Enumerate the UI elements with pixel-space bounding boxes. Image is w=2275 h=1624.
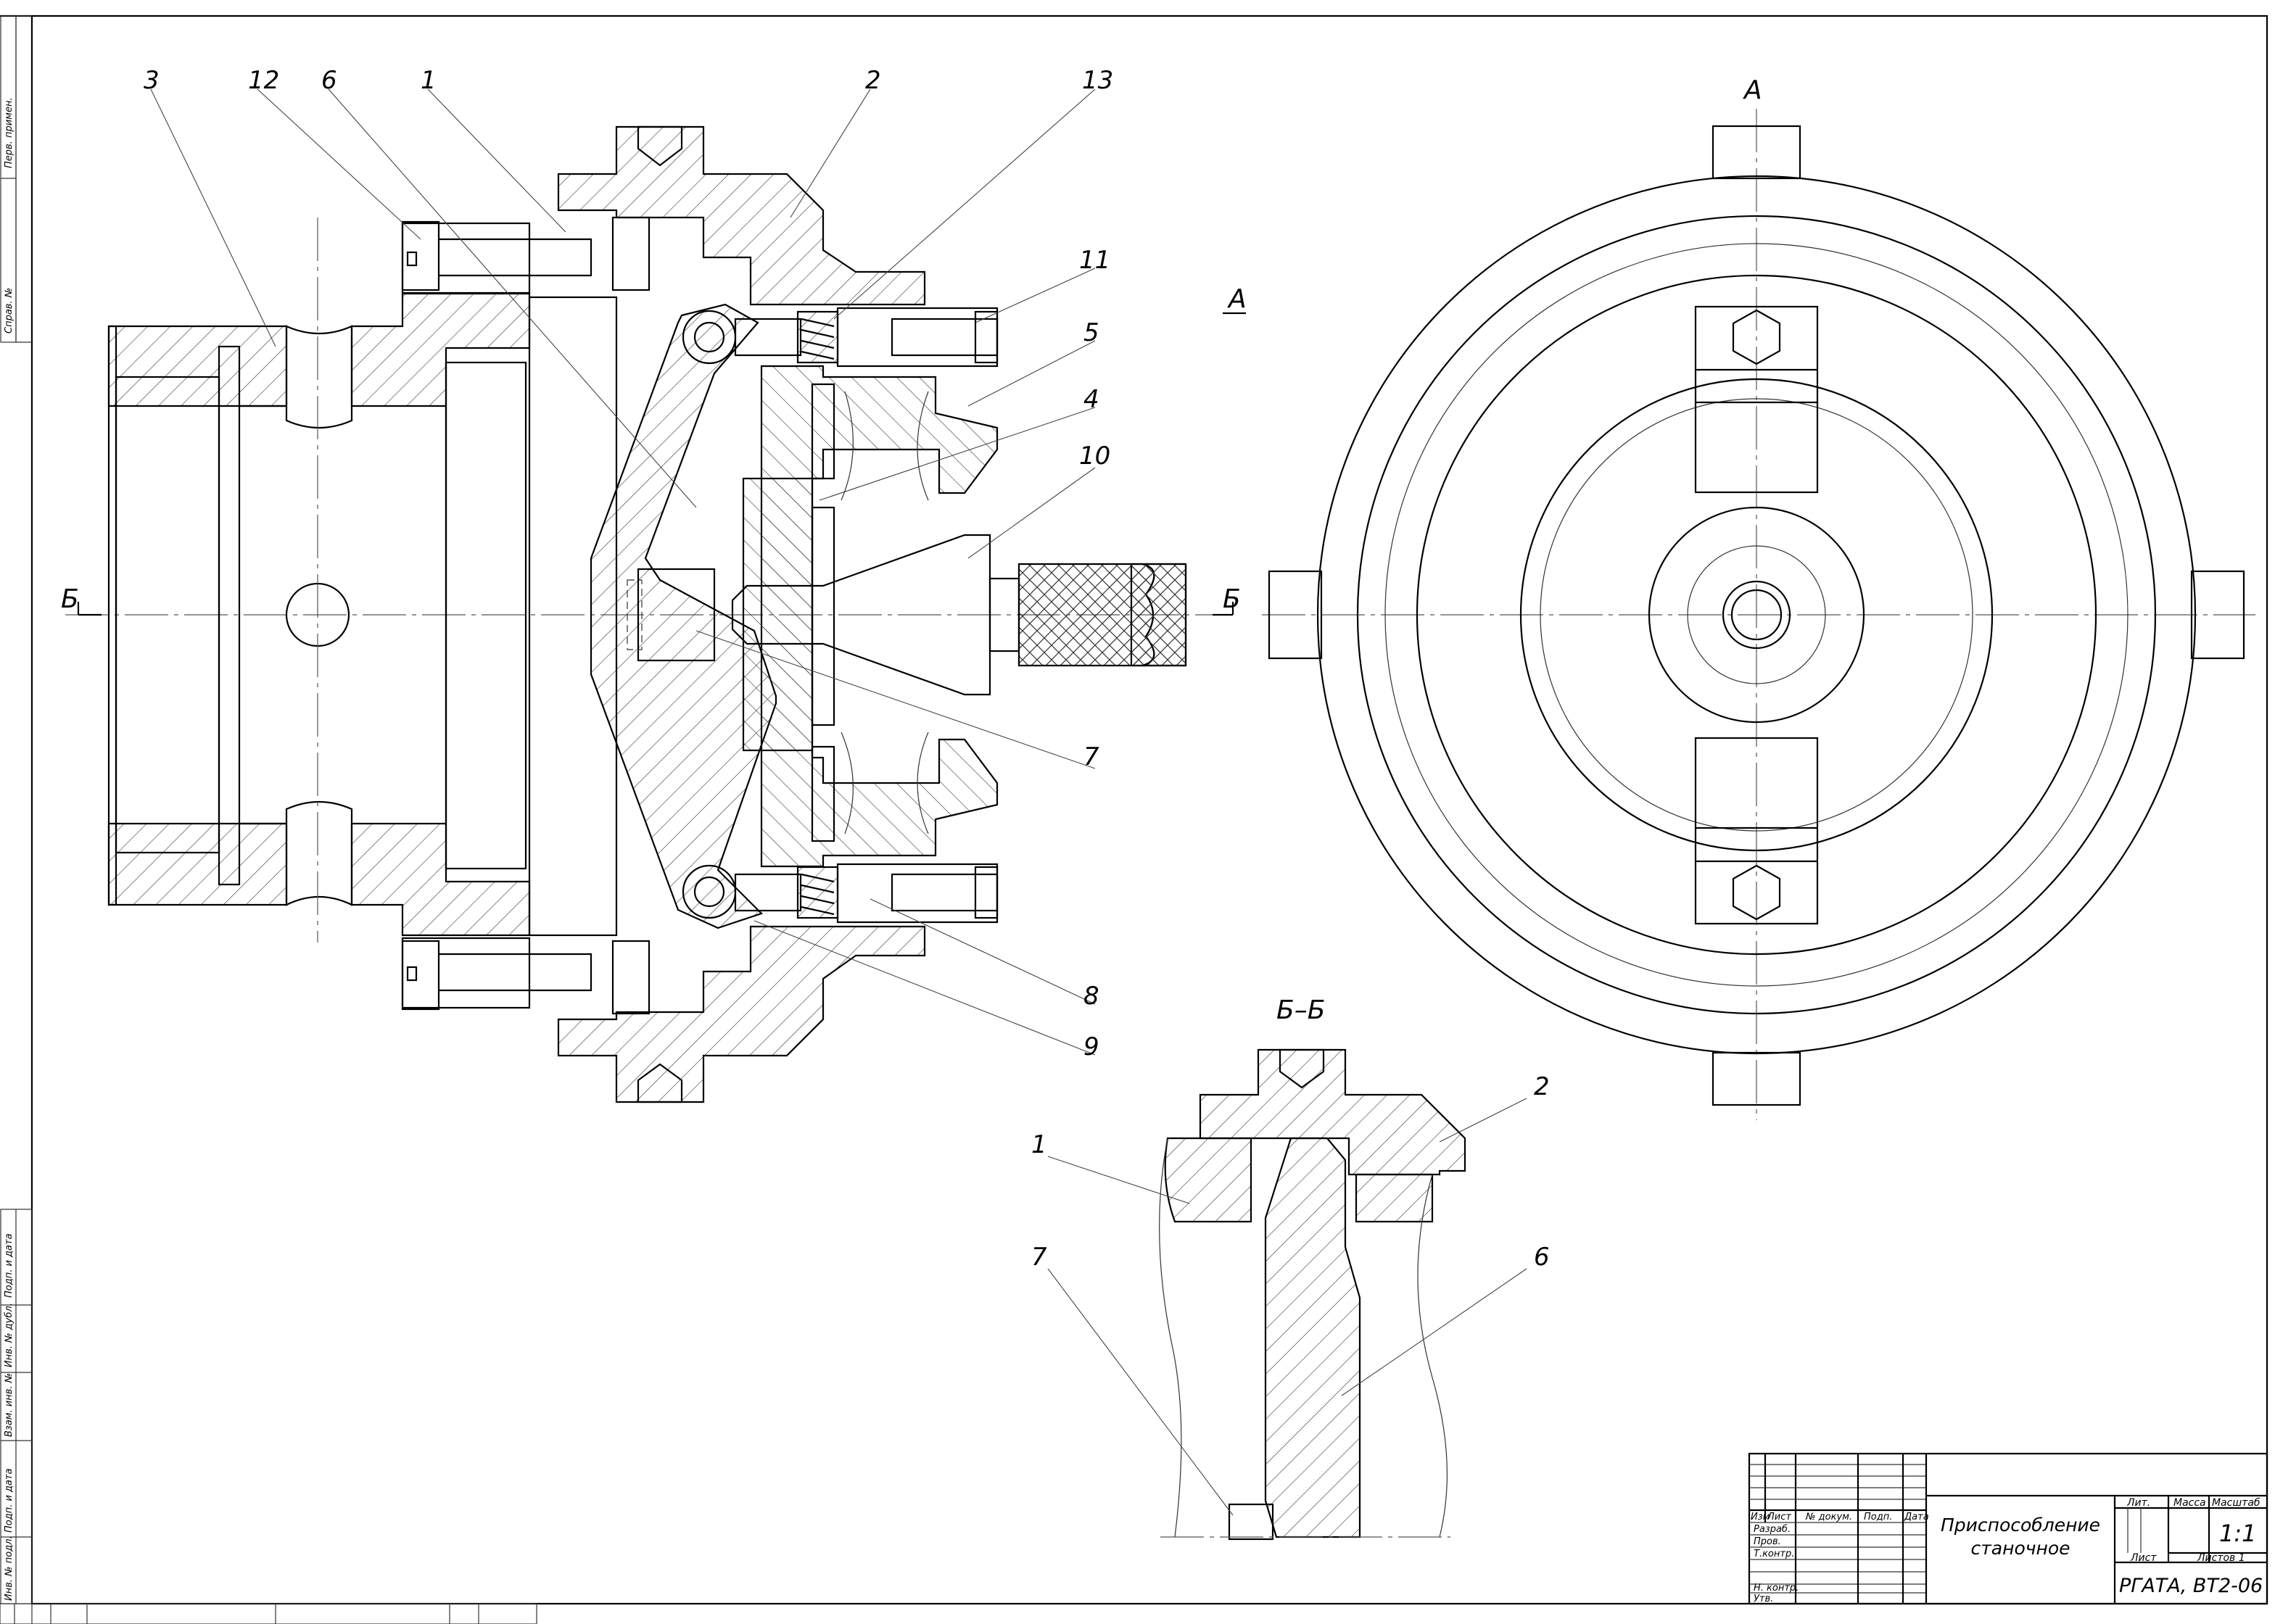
side-stamp: Перв. примен. Справ. № Подп. и дата Инв.… — [0, 15, 33, 1604]
spring-upper — [796, 307, 999, 368]
bb-label-7: 7 — [1031, 1243, 1047, 1272]
tb-sheets: Листов 1 — [2197, 1552, 2245, 1564]
side-stamp-2: Справ. № — [4, 288, 15, 334]
tb-role-prov: Пров. — [1754, 1536, 1781, 1547]
bb-label-6: 6 — [1534, 1243, 1550, 1272]
tb-col-mass: Масса — [2173, 1497, 2206, 1509]
tb-header-doc: № докум. — [1805, 1512, 1852, 1522]
view-marker-a: А — [1227, 284, 1247, 314]
tb-col-scale: Масштаб — [2212, 1497, 2260, 1509]
item-label-7: 7 — [1083, 742, 1099, 771]
tb-sheet: Лист — [2130, 1552, 2157, 1564]
tb-role-nkontr: Н. контр. — [1754, 1583, 1799, 1594]
item-label-13: 13 — [1082, 66, 1113, 95]
item-label-1: 1 — [421, 66, 437, 95]
item-label-8: 8 — [1083, 982, 1099, 1011]
view-a-title: А — [1743, 75, 1762, 105]
section-marker-b-left: Б — [61, 584, 79, 614]
bb-label-2: 2 — [1534, 1072, 1550, 1101]
bottom-stamp-strip — [0, 1603, 537, 1624]
side-stamp-7: Инв. № подл. — [4, 1536, 15, 1601]
item-label-4: 4 — [1083, 385, 1099, 414]
item-label-10: 10 — [1079, 442, 1110, 471]
side-stamp-3: Подп. и дата — [4, 1233, 15, 1298]
leader-lines — [150, 88, 1096, 1056]
spring-lower — [796, 863, 999, 924]
item-label-12: 12 — [248, 66, 279, 95]
item-label-9: 9 — [1083, 1032, 1099, 1061]
item-label-6: 6 — [321, 66, 337, 95]
main-section-view: 3 12 6 1 2 13 11 5 4 10 7 8 9 Б Б А — [61, 66, 1247, 1103]
tb-role-utv: Утв. — [1754, 1594, 1773, 1604]
side-stamp-6: Подп. и дата — [4, 1468, 15, 1533]
tb-role-razrab: Разраб. — [1754, 1524, 1791, 1535]
bb-label-1: 1 — [1031, 1130, 1047, 1159]
tb-title-line2: станочное — [1970, 1538, 2070, 1559]
tb-header-izm: Изм — [1751, 1512, 1770, 1522]
tb-title-line1: Приспособление — [1941, 1515, 2100, 1536]
tb-col-lit: Лит. — [2126, 1497, 2150, 1509]
section-marker-b-right: Б — [1223, 584, 1241, 614]
item-label-5: 5 — [1083, 318, 1099, 347]
tb-header-list: Лист — [1767, 1512, 1791, 1522]
section-bb-title: Б–Б — [1276, 995, 1325, 1025]
item-label-3: 3 — [144, 66, 160, 95]
tb-header-sign: Подп. — [1864, 1512, 1892, 1522]
side-stamp-4: Инв. № дубл. — [4, 1303, 15, 1367]
tb-role-tkontr: Т.контр. — [1754, 1549, 1794, 1559]
side-stamp-5: Взам. инв. № — [4, 1373, 15, 1437]
side-stamp-1: Перв. примен. — [4, 97, 15, 168]
tb-header-date: Дата — [1904, 1512, 1929, 1522]
item-label-11: 11 — [1079, 246, 1110, 275]
view-a: А — [1262, 75, 2255, 1120]
item-label-2: 2 — [865, 66, 881, 95]
tb-scale-value: 1:1 — [2219, 1520, 2257, 1547]
title-block: Изм Лист № докум. Подп. Дата Разраб. Про… — [1748, 1452, 2268, 1605]
tb-doc-code: РГАТА, ВТ2-06 — [2119, 1575, 2263, 1597]
section-bb: Б–Б 1 7 2 6 — [1031, 995, 1550, 1541]
